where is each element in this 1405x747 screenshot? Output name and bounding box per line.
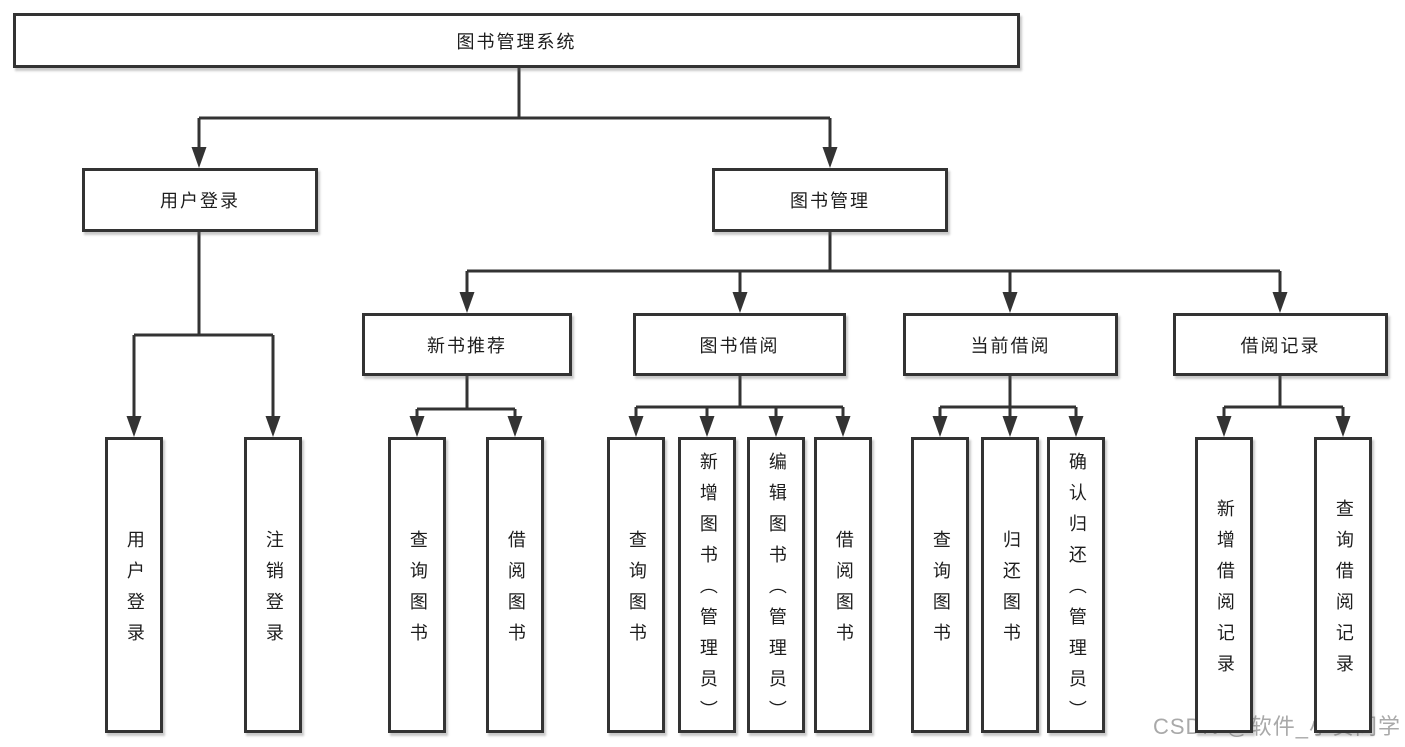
leaf-add-books-admin: 新增图书（管理员） — [678, 437, 736, 733]
node-user-login: 用户登录 — [82, 168, 318, 232]
node-current-borrow-label: 当前借阅 — [970, 335, 1051, 356]
leaf-borrow-books-recommend: 借阅图书 — [486, 437, 544, 733]
node-current-borrow: 当前借阅 — [903, 313, 1118, 376]
leaf-return-books: 归还图书 — [981, 437, 1039, 733]
leaf-query-borrow-record: 查询借阅记录 — [1314, 437, 1372, 733]
leaf-add-borrow-record: 新增借阅记录 — [1195, 437, 1253, 733]
leaf-confirm-return-admin: 确认归还（管理员） — [1047, 437, 1105, 733]
node-book-borrow-label: 图书借阅 — [699, 335, 780, 356]
node-borrow-records: 借阅记录 — [1173, 313, 1388, 376]
root-node-label: 图书管理系统 — [456, 31, 577, 52]
node-book-management-label: 图书管理 — [790, 191, 870, 211]
node-user-login-label: 用户登录 — [160, 191, 240, 211]
leaf-query-books-current: 查询图书 — [911, 437, 969, 733]
node-new-book-recommend-label: 新书推荐 — [427, 335, 507, 356]
node-book-borrow: 图书借阅 — [633, 313, 846, 376]
leaf-logout-login: 注销登录 — [244, 437, 302, 733]
node-book-management: 图书管理 — [712, 168, 948, 232]
leaf-query-books-recommend: 查询图书 — [388, 437, 446, 733]
leaf-borrow-books: 借阅图书 — [814, 437, 872, 733]
node-new-book-recommend: 新书推荐 — [362, 313, 572, 376]
leaf-edit-books-admin: 编辑图书（管理员） — [747, 437, 805, 733]
node-borrow-records-label: 借阅记录 — [1240, 335, 1321, 356]
root-node-library-system: 图书管理系统 — [13, 13, 1020, 68]
leaf-query-books-borrow: 查询图书 — [607, 437, 665, 733]
leaf-user-login: 用户登录 — [105, 437, 163, 733]
